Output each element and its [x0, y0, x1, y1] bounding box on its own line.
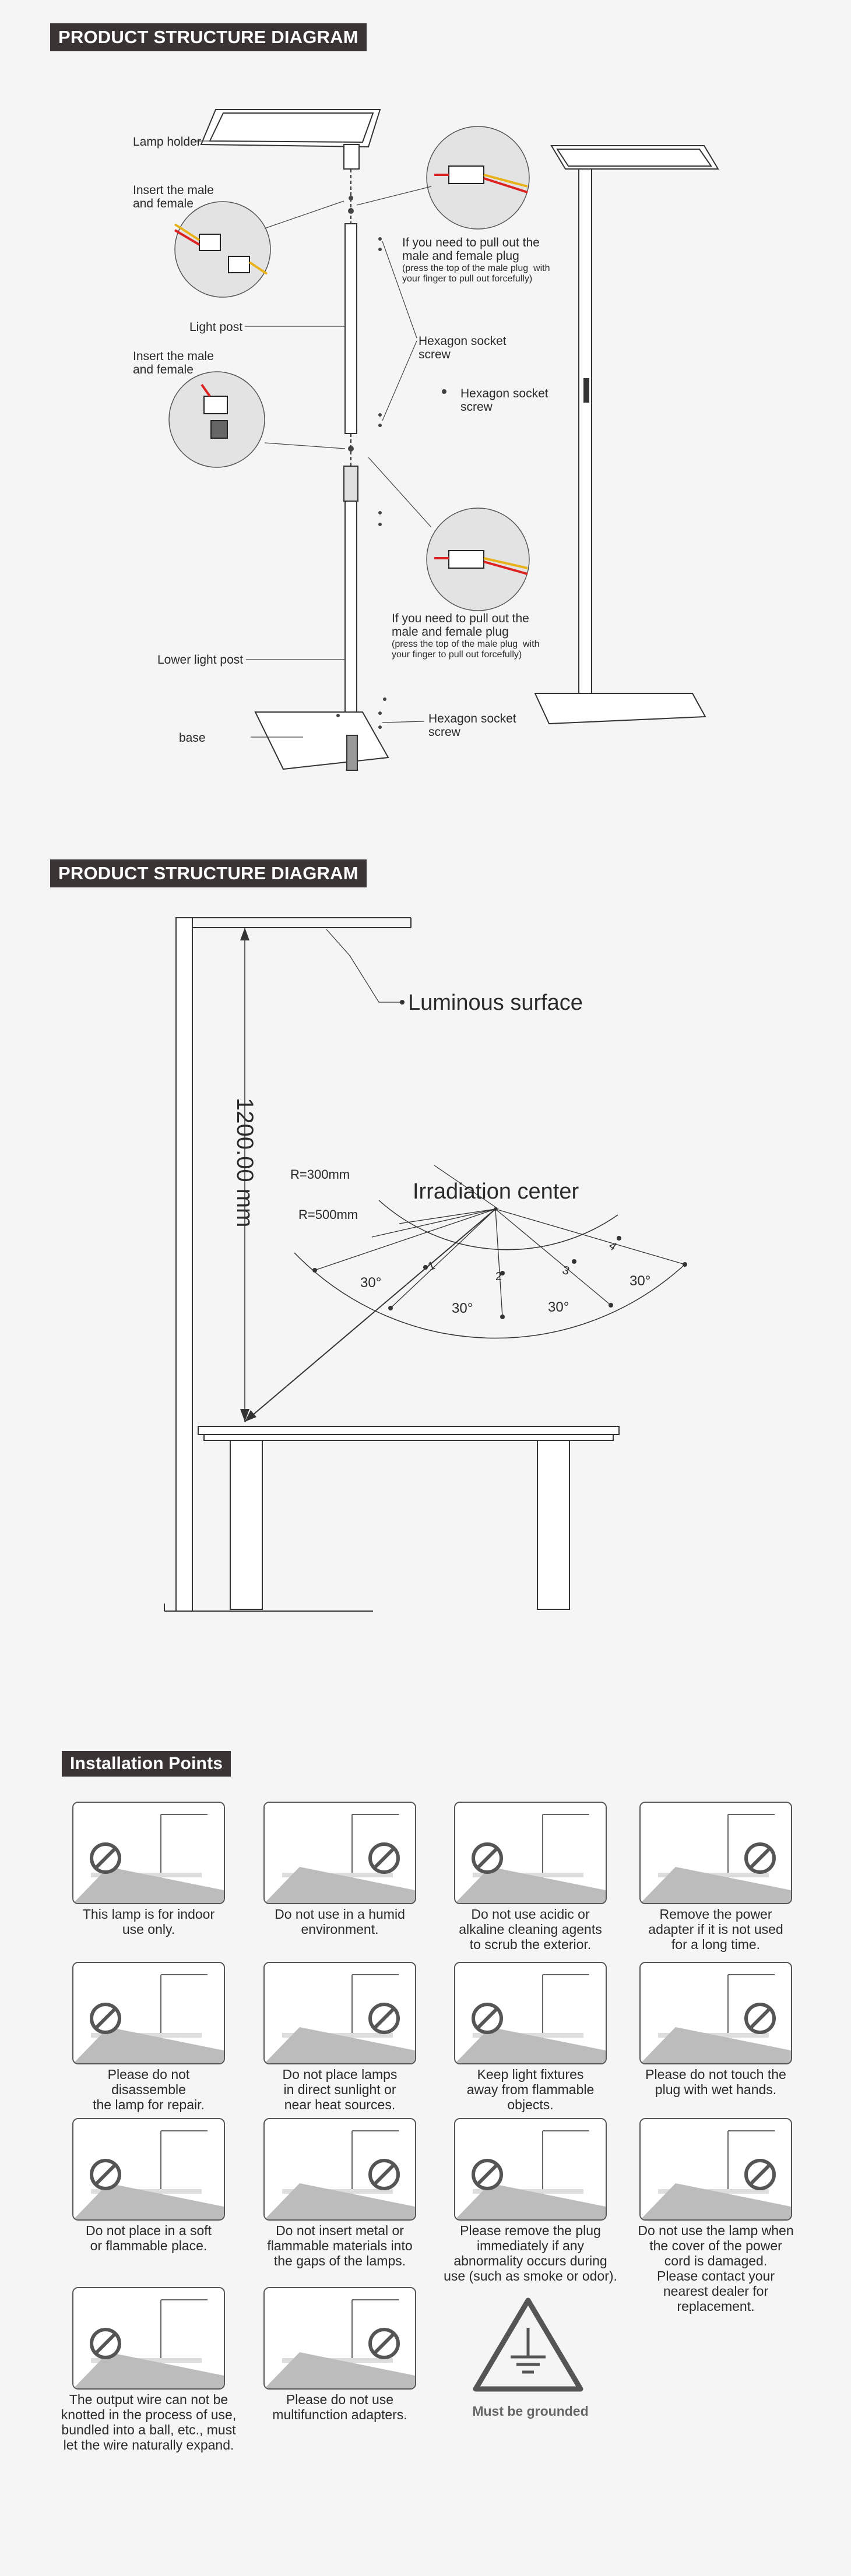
installation-caption-3: Do not use acidic or alkaline cleaning a… [459, 1907, 602, 1952]
angle-label-3: 30° [548, 1299, 569, 1315]
height-dimension-label: 1200.00 mm [232, 1098, 258, 1228]
damaged-cord-icon [641, 2119, 791, 2219]
installation-caption-11: Please remove the plug immediately if an… [444, 2223, 617, 2283]
cleaning-agent-icon [455, 1803, 606, 1903]
luminous-surface-label: Luminous surface [408, 991, 583, 1015]
installation-card-1 [72, 1802, 225, 1904]
section1-title: PRODUCT STRUCTURE DIAGRAM [50, 23, 367, 51]
installation-caption-5: Please do not disassemble the lamp for r… [93, 2067, 205, 2112]
power-adapter-icon [641, 1803, 791, 1903]
installation-caption-14: Please do not use multifunction adapters… [272, 2392, 407, 2422]
metal-insert-icon [265, 2119, 415, 2219]
lower-light-post-label: Lower light post [157, 653, 244, 667]
exploded-assembly-diagram [168, 109, 719, 771]
hex-screw-label-2: Hexagon socket screw [460, 387, 548, 414]
installation-caption-1: This lamp is for indoor use only. [82, 1907, 215, 1937]
installation-caption-10: Do not insert metal or flammable materia… [267, 2223, 413, 2268]
angle-label-2: 30° [452, 1301, 473, 1316]
smoke-icon [455, 2119, 606, 2219]
insert-plug-label-1: Insert the male and female [133, 184, 214, 210]
installation-caption-8: Please do not touch the plug with wet ha… [645, 2067, 786, 2097]
installation-card-4 [639, 1802, 792, 1904]
installation-card-2 [263, 1802, 416, 1904]
pull-out-note-1: (press the top of the male plug with you… [402, 263, 550, 284]
installation-card-6 [263, 1962, 416, 2064]
soft-place-icon [73, 2119, 224, 2219]
installation-caption-4: Remove the power adapter if it is not us… [648, 1907, 783, 1952]
installation-card-9 [72, 2118, 225, 2221]
installation-caption-6: Do not place lamps in direct sunlight or… [282, 2067, 398, 2112]
installation-card-11 [454, 2118, 607, 2221]
installation-caption-2: Do not use in a humid environment. [275, 1907, 405, 1937]
ground-warning-icon [473, 2297, 583, 2392]
lamp-holder-label: Lamp holder [133, 135, 201, 149]
base-label: base [179, 731, 206, 745]
installation-caption-13: The output wire can not be knotted in th… [61, 2392, 237, 2452]
knotted-wire-icon [73, 2288, 224, 2388]
light-post-label: Light post [189, 320, 243, 334]
installation-card-10 [263, 2118, 416, 2221]
hex-screw-label-1: Hexagon socket screw [419, 334, 507, 361]
irradiation-center-label: Irradiation center [413, 1179, 579, 1204]
pull-out-note-2: (press the top of the male plug with you… [392, 639, 540, 660]
pull-out-instruction-2: If you need to pull out the male and fem… [392, 612, 529, 639]
sunlight-icon [265, 1963, 415, 2063]
irradiation-diagram [164, 917, 687, 1612]
flammable-icon [455, 1963, 606, 2063]
humid-icon [265, 1803, 415, 1903]
installation-card-7 [454, 1962, 607, 2064]
pull-out-instruction-1: If you need to pull out the male and fem… [402, 236, 540, 263]
disassemble-icon [73, 1963, 224, 2063]
multi-adapter-icon [265, 2288, 415, 2388]
section2-title: PRODUCT STRUCTURE DIAGRAM [50, 859, 367, 887]
angle-label-4: 30° [630, 1273, 651, 1289]
installation-card-8 [639, 1962, 792, 2064]
installation-card-12 [639, 2118, 792, 2221]
radius-500-label: R=500mm [298, 1207, 358, 1222]
installation-card-3 [454, 1802, 607, 1904]
wet-hands-icon [641, 1963, 791, 2063]
installation-caption-9: Do not place in a soft or flammable plac… [85, 2223, 212, 2253]
insert-plug-label-2: Insert the male and female [133, 350, 214, 376]
indoor-only-icon [73, 1803, 224, 1903]
installation-caption-7: Keep light fixtures away from flammable … [466, 2067, 595, 2112]
hex-screw-label-3: Hexagon socket screw [428, 712, 516, 739]
section3-title: Installation Points [62, 1751, 231, 1777]
installation-caption-12: Do not use the lamp when the cover of th… [638, 2223, 794, 2314]
installation-card-5 [72, 1962, 225, 2064]
point-label-2: 2 [495, 1270, 502, 1283]
installation-card-13 [72, 2287, 225, 2390]
installation-card-14 [263, 2287, 416, 2390]
grounded-label: Must be grounded [472, 2404, 589, 2419]
angle-label-1: 30° [360, 1275, 382, 1291]
radius-300-label: R=300mm [290, 1167, 350, 1182]
